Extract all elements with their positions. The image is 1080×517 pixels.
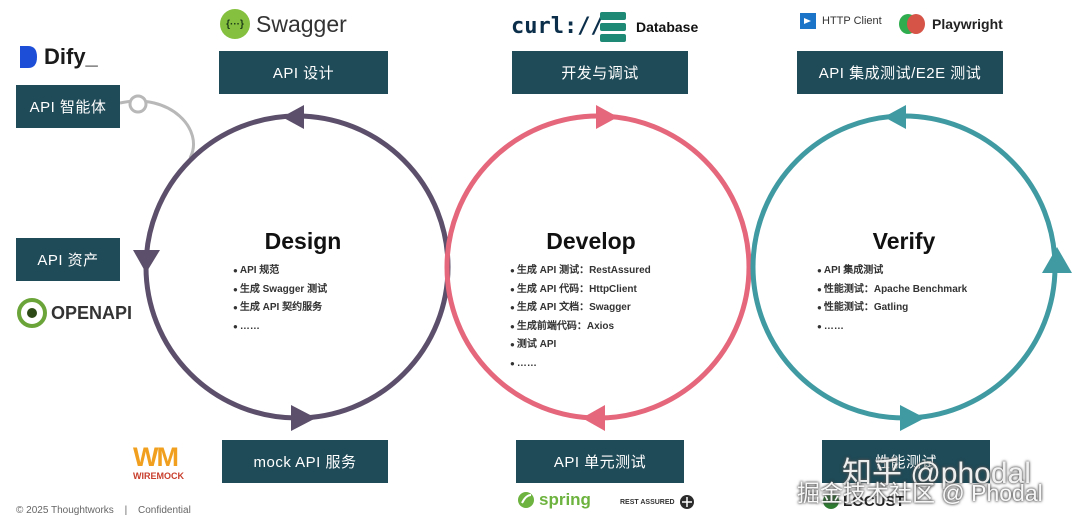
integration-test-box: API 集成测试/E2E 测试: [797, 51, 1003, 94]
develop-arrow-top: [596, 105, 618, 129]
watermark-zhihu: 知乎 @phodal: [842, 457, 1031, 490]
database-icon: [600, 12, 626, 42]
verify-title: Verify: [872, 228, 936, 254]
database-label: Database: [636, 19, 699, 35]
api-design-box: API 设计: [219, 51, 388, 94]
wiremock-label: WIREMOCK: [133, 471, 184, 481]
spring-label: spring: [539, 490, 591, 509]
http-client-label: HTTP Client: [822, 15, 882, 27]
footer: © 2025 Thoughtworks | Confidential: [16, 505, 191, 516]
api-assets-box: API 资产: [16, 238, 120, 281]
rest-assured-label: REST ASSURED: [620, 498, 675, 506]
design-bullets: API 规范 生成 Swagger 测试 生成 API 契约服务 ……: [233, 262, 327, 336]
verify-arrow-top: [884, 105, 906, 129]
database-logo: Database: [600, 12, 698, 42]
wiremock-logo: WM WIREMOCK: [133, 443, 184, 481]
list-item: ……: [233, 318, 327, 337]
mock-api-box: mock API 服务: [222, 440, 388, 483]
rest-assured-icon: [679, 495, 694, 509]
playwright-icon: [899, 14, 925, 34]
connector-ring: [128, 94, 148, 114]
design-arrow-bottom: [291, 405, 316, 431]
list-item: 性能测试：Apache Benchmark: [817, 281, 967, 300]
confidential-text: Confidential: [137, 505, 191, 516]
curl-logo: curl://: [511, 14, 604, 39]
copyright-text: © 2025 Thoughtworks: [16, 505, 114, 516]
playwright-logo: Playwright: [898, 13, 1003, 35]
develop-bullets: 生成 API 测试：RestAssured 生成 API 代码：HttpClie…: [510, 262, 651, 373]
verify-arrow-bottom: [900, 405, 925, 431]
list-item: 生成前端代码：Axios: [510, 318, 651, 337]
openapi-icon: [17, 298, 47, 328]
openapi-label: OPENAPI: [51, 302, 133, 323]
list-item: ……: [817, 318, 967, 337]
spring-icon: [518, 492, 534, 508]
openapi-logo: OPENAPI: [17, 298, 132, 328]
footer-divider: |: [124, 505, 128, 516]
api-agent-box: API 智能体: [16, 85, 120, 128]
spring-logo: spring: [517, 490, 591, 510]
locust-label: LOCUST: [843, 492, 905, 510]
wiremock-mark: WM: [133, 442, 179, 472]
list-item: 生成 API 文档：Swagger: [510, 299, 651, 318]
http-client-icon: [800, 13, 816, 29]
list-item: 性能测试：Gatling: [817, 299, 967, 318]
dify-icon: [20, 46, 37, 68]
verify-arrow-right: [1042, 247, 1072, 273]
develop-arrow-bottom: [582, 405, 605, 431]
list-item: 生成 API 测试：RestAssured: [510, 262, 651, 281]
design-arrow-left: [133, 250, 160, 273]
list-item: 测试 API: [510, 336, 651, 355]
watermark-juejin: 掘金技术社区 @ Phodal: [797, 480, 1043, 506]
list-item: 生成 API 契约服务: [233, 299, 327, 318]
list-item: API 规范: [233, 262, 327, 281]
http-client-logo: HTTP Client: [800, 13, 882, 29]
design-arrow-top: [282, 105, 304, 129]
list-item: 生成 Swagger 测试: [233, 281, 327, 300]
verify-bullets: API 集成测试 性能测试：Apache Benchmark 性能测试：Gatl…: [817, 262, 967, 336]
swagger-label: Swagger: [256, 10, 347, 37]
rest-assured-logo: REST ASSURED: [620, 494, 695, 510]
design-title: Design: [264, 228, 342, 254]
locust-icon: [823, 493, 839, 509]
list-item: API 集成测试: [817, 262, 967, 281]
swagger-logo: {···} Swagger: [220, 9, 347, 39]
curl-label: curl://: [511, 14, 604, 39]
list-item: ……: [510, 355, 651, 374]
develop-title: Develop: [546, 228, 636, 254]
dev-debug-box: 开发与调试: [512, 51, 688, 94]
unit-test-box: API 单元测试: [516, 440, 684, 483]
locust-logo: LOCUST: [822, 492, 905, 510]
dify-label: Dify_: [44, 44, 98, 69]
swagger-icon: {···}: [220, 9, 250, 39]
perf-test-box: 性能测试: [822, 440, 990, 483]
list-item: 生成 API 代码：HttpClient: [510, 281, 651, 300]
dify-logo: Dify_: [18, 44, 98, 70]
playwright-label: Playwright: [932, 16, 1003, 32]
